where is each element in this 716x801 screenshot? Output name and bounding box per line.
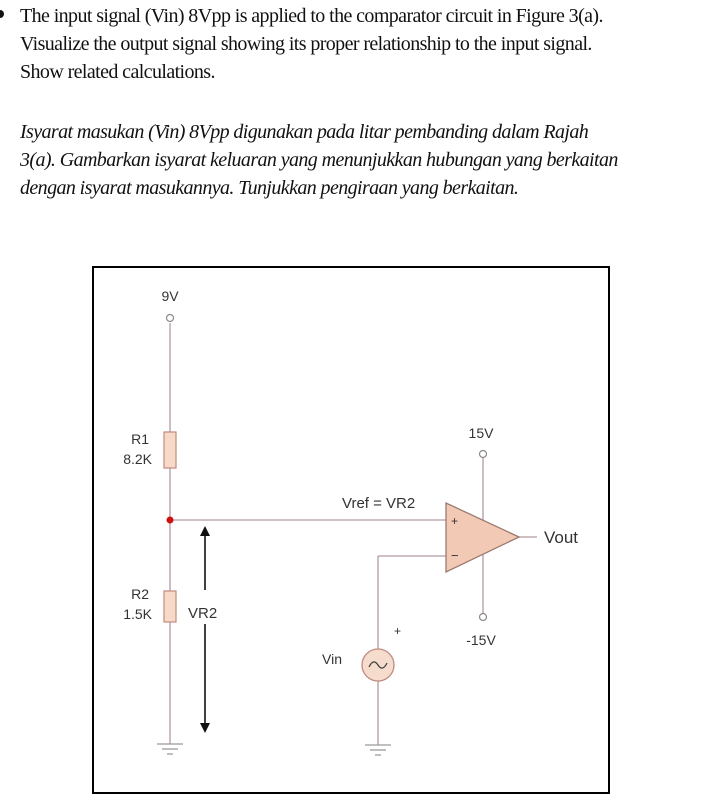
question-english: The input signal (Vin) 8Vpp is applied t… bbox=[20, 2, 712, 86]
terminal-15v bbox=[478, 449, 488, 459]
opamp-triangle bbox=[445, 501, 521, 574]
label-vin: Vin bbox=[322, 651, 342, 667]
label-r2-value: 1.5K bbox=[123, 606, 152, 622]
terminal-9v bbox=[165, 313, 175, 323]
label-neg-supply: -15V bbox=[466, 632, 496, 648]
label-vout: Vout bbox=[544, 528, 578, 547]
question-line: dengan isyarat masukannya. Tunjukkan pen… bbox=[20, 177, 519, 199]
question-line: Visualize the output signal showing its … bbox=[20, 33, 592, 55]
label-r1-name: R1 bbox=[131, 431, 149, 447]
sine-wave-icon bbox=[368, 661, 388, 669]
source-plus-sign: + bbox=[394, 624, 401, 638]
label-r1-value: 8.2K bbox=[123, 451, 152, 467]
question-line: 3(a). Gambarkan isyarat keluaran yang me… bbox=[20, 149, 618, 171]
resistor-r2 bbox=[163, 590, 177, 623]
opamp-plus-sign: + bbox=[451, 514, 458, 528]
circuit-diagram: 9V R1 8.2K R2 1.5K VR2 Vref = VR2 + − 15… bbox=[123, 288, 578, 756]
label-vr2: VR2 bbox=[188, 605, 217, 622]
resistor-r1 bbox=[163, 431, 177, 469]
ground-left-icon bbox=[157, 743, 183, 755]
question-malay: Isyarat masukan (Vin) 8Vpp digunakan pad… bbox=[20, 118, 712, 202]
terminal-neg15v bbox=[478, 612, 488, 622]
vr2-arrow bbox=[200, 526, 210, 733]
ground-right-icon bbox=[365, 744, 391, 756]
junction-node bbox=[166, 516, 174, 524]
list-bullet bbox=[0, 10, 4, 18]
label-pos-supply: 15V bbox=[469, 425, 495, 441]
label-vref: Vref = VR2 bbox=[342, 495, 415, 512]
opamp-minus-sign: − bbox=[451, 548, 459, 563]
question-line: The input signal (Vin) 8Vpp is applied t… bbox=[20, 5, 603, 27]
circuit-figure: 9V R1 8.2K R2 1.5K VR2 Vref = VR2 + − 15… bbox=[92, 266, 610, 794]
label-r2-name: R2 bbox=[131, 586, 149, 602]
question-line: Show related calculations. bbox=[20, 61, 215, 83]
label-supply-9v: 9V bbox=[161, 288, 179, 304]
question-line: Isyarat masukan (Vin) 8Vpp digunakan pad… bbox=[20, 121, 589, 143]
